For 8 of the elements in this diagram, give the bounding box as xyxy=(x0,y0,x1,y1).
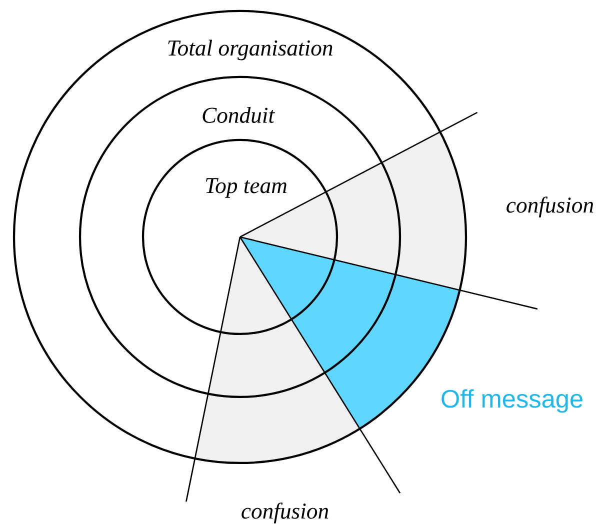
ring-circle xyxy=(142,138,338,336)
ring-label: Conduit xyxy=(202,107,275,123)
ring-label: Total organisation xyxy=(168,40,332,60)
highlight-label: Off message xyxy=(442,389,582,413)
zone-label: confusion xyxy=(506,196,594,218)
ring-circle xyxy=(78,76,402,398)
ring-label: Top team xyxy=(206,178,286,198)
zone-label: confusion xyxy=(242,502,328,524)
